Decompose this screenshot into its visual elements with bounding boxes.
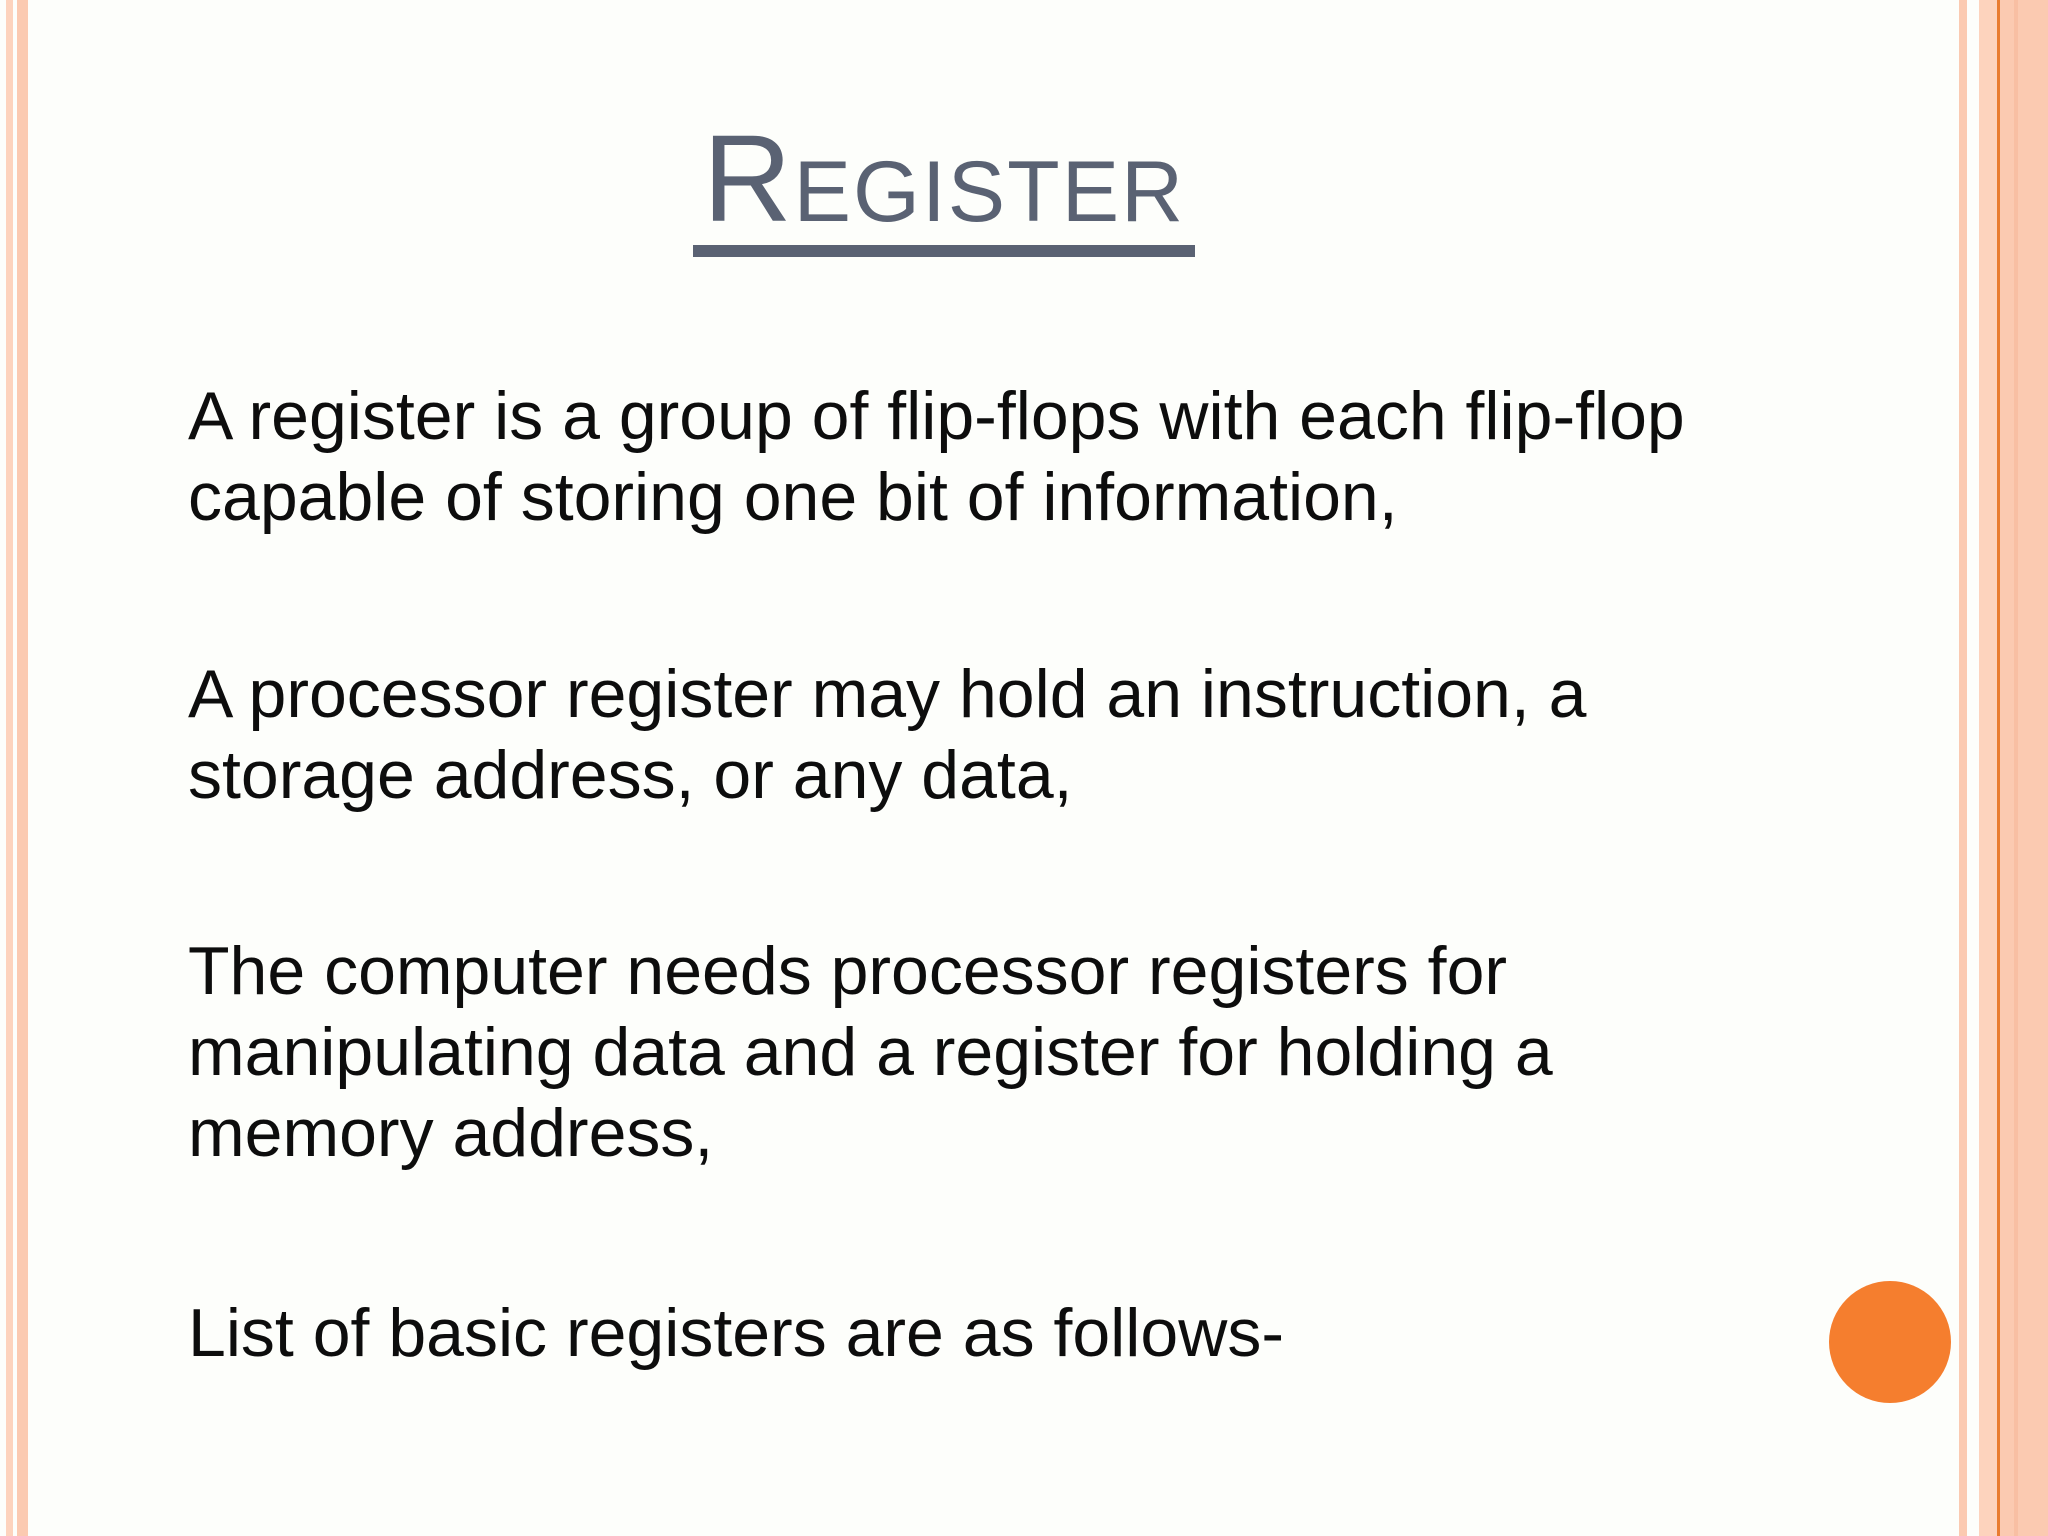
paragraph-register-definition: A register is a group of flip-flops with… [188, 376, 1838, 538]
right-stripe-2 [1979, 0, 1997, 1536]
text-line: List of basic registers are as follows- [188, 1295, 1284, 1371]
right-stripe-1 [1959, 0, 1967, 1536]
text-line: memory address, [188, 1095, 714, 1171]
right-stripe-4 [2014, 0, 2018, 1536]
right-border-stripes [1959, 0, 2048, 1536]
right-stripe-5 [2018, 0, 2048, 1536]
left-border-stripes [0, 0, 28, 1536]
paragraph-computer-needs: The computer needs processor registers f… [188, 931, 1838, 1174]
text-line: The computer needs processor registers f… [188, 933, 1508, 1009]
text-line: A processor register may hold an instruc… [188, 656, 1587, 732]
paragraph-list-intro: List of basic registers are as follows- [188, 1293, 1838, 1374]
paragraph-processor-register: A processor register may hold an instruc… [188, 654, 1838, 816]
text-line: storage address, or any data, [188, 737, 1073, 813]
decorative-circle [1829, 1281, 1951, 1403]
left-stripe-thin [6, 0, 13, 1536]
text-line: capable of storing one bit of informatio… [188, 459, 1398, 535]
slide-title: Register [692, 118, 1196, 257]
title-block: Register [0, 118, 1888, 257]
text-line: A register is a group of flip-flops with… [188, 378, 1685, 454]
right-stripe-3 [2000, 0, 2014, 1536]
text-line: manipulating data and a register for hol… [188, 1014, 1553, 1090]
left-stripe-thick [17, 0, 28, 1536]
right-stripe-accent-line [1997, 0, 2000, 1536]
